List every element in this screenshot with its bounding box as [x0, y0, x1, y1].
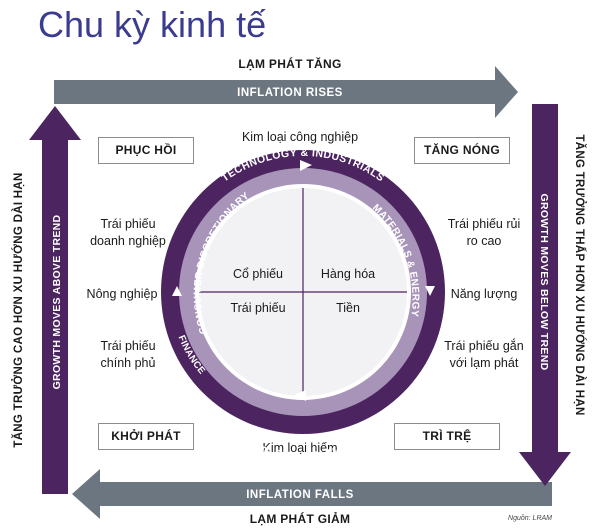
inflation-falls-label: INFLATION FALLS — [246, 489, 354, 501]
label-inflation-bonds-line2: với lạm phát — [449, 356, 519, 370]
label-energy: Năng lượng — [450, 287, 518, 301]
label-gov-bonds: Trái phiếu chính phủ — [72, 338, 184, 372]
ring-arrow-bottom — [294, 390, 306, 401]
quadrant-cash: Tiền — [336, 301, 360, 315]
label-inflation-bonds-line1: Trái phiếu gắn — [444, 339, 524, 353]
label-corporate-bonds: Trái phiếu doanh nghiệp — [72, 216, 184, 250]
ring-arrow-top — [300, 160, 312, 171]
inflation-falls-caption: LẠM PHÁT GIẢM — [249, 512, 351, 526]
label-risky-bonds: Trái phiếu rủi ro cao — [428, 216, 540, 250]
growth-above-arrow — [29, 106, 81, 494]
phase-overheat-box: TĂNG NÓNG — [414, 137, 510, 164]
growth-below-arrow — [519, 104, 571, 486]
quadrant-stocks: Cổ phiếu — [232, 267, 284, 281]
source-note: Nguồn: LRAM — [508, 515, 552, 522]
inflation-rises-caption: LẠM PHÁT TĂNG — [238, 57, 342, 71]
phase-recovery-box: PHỤC HỒI — [98, 137, 194, 164]
label-risky-bonds-line2: ro cao — [466, 234, 502, 248]
label-gov-bonds-line2: chính phủ — [100, 356, 156, 370]
quadrant-bonds: Trái phiếu — [230, 301, 286, 315]
inflation-rises-label: INFLATION RISES — [237, 87, 343, 99]
growth-below-caption: TĂNG TRƯỞNG THẤP HƠN XU HƯỚNG DÀI HẠN — [573, 134, 586, 415]
ring-arrow-right — [425, 286, 435, 296]
inflation-rises-arrow — [54, 66, 518, 118]
label-corporate-bonds-line1: Trái phiếu — [100, 217, 156, 231]
phase-expansion-box: KHỞI PHÁT — [98, 423, 194, 450]
ring-arrow-left — [172, 286, 182, 296]
label-industrial-metals: Kim loại công nghiệp — [241, 130, 359, 144]
label-precious-metals: Kim loại hiếm — [262, 441, 338, 455]
quadrant-commodities: Hàng hóa — [320, 267, 376, 281]
label-agriculture: Nông nghiệp — [86, 287, 158, 301]
growth-above-label: GROWTH MOVES ABOVE TREND — [51, 214, 63, 389]
growth-below-label: GROWTH MOVES BELOW TREND — [538, 194, 550, 371]
label-gov-bonds-line1: Trái phiếu — [100, 339, 156, 353]
label-corporate-bonds-line2: doanh nghiệp — [90, 234, 166, 248]
phase-stagflation-box: TRÌ TRỆ — [394, 423, 500, 450]
growth-above-caption: TĂNG TRƯỞNG CAO HƠN XU HƯỚNG DÀI HẠN — [12, 172, 25, 447]
label-inflation-bonds: Trái phiếu gắn với lạm phát — [428, 338, 540, 372]
label-risky-bonds-line1: Trái phiếu rủi — [447, 217, 521, 231]
page-title: Chu kỳ kinh tế — [38, 4, 267, 45]
inflation-falls-arrow — [72, 469, 552, 519]
